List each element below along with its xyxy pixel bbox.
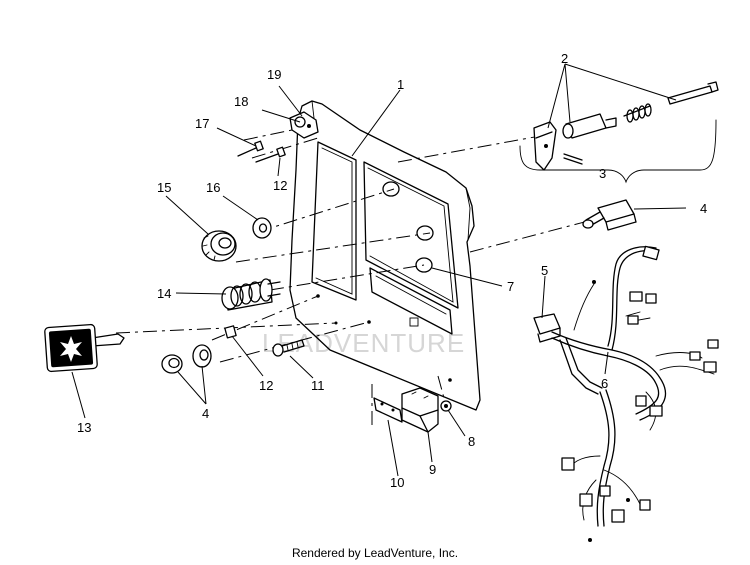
callout-12-lower: 12: [259, 378, 273, 393]
callout-16: 16: [206, 180, 220, 195]
part-12-screw-lower: [224, 325, 237, 339]
callout-15: 15: [157, 180, 171, 195]
part-12-screw-top: [255, 146, 286, 163]
part-8-nut: [440, 400, 452, 412]
callout-3: 3: [599, 166, 606, 181]
watermark-text: LEADVENTURE: [262, 328, 465, 358]
part-18-19-bolt: [289, 111, 319, 139]
part-2-3-latch-assembly: [519, 81, 719, 184]
part-6-wiring-harness: [551, 245, 719, 542]
callout-14: 14: [157, 286, 171, 301]
callout-labels: 1 2 3 4 4 5 6 7 8 9 10 11 12 12 13 14 15…: [77, 51, 707, 490]
leader-lines: [71, 63, 687, 477]
assembly-lines: [115, 124, 593, 430]
part-5-switch-connector: [533, 313, 561, 343]
part-11-bolt: [272, 339, 305, 357]
part-10-plate: [373, 397, 403, 423]
footer-credit: Rendered by LeadVenture, Inc.: [291, 546, 459, 560]
callout-17: 17: [195, 116, 209, 131]
callout-6: 6: [601, 376, 608, 391]
callout-4-nut: 4: [202, 406, 209, 421]
callout-12-upper: 12: [273, 178, 287, 193]
callout-10: 10: [390, 475, 404, 490]
part-9-bracket: [401, 387, 439, 433]
callout-9: 9: [429, 462, 436, 477]
callout-18: 18: [234, 94, 248, 109]
callout-19: 19: [267, 67, 281, 82]
dash-panel: [289, 100, 481, 411]
callout-11: 11: [311, 378, 325, 393]
callout-1: 1: [397, 77, 404, 92]
part-15-nut: [201, 230, 237, 262]
callout-4-toggle: 4: [700, 201, 707, 216]
part-4-toggle-switch: [582, 199, 637, 231]
callout-8: 8: [468, 434, 475, 449]
callout-13: 13: [77, 420, 91, 435]
part-16-washer: [252, 217, 272, 239]
part-13-key: [44, 323, 125, 373]
part-14-ignition-switch: [221, 278, 281, 311]
part-4-nut-washer: [161, 344, 212, 374]
callout-7: 7: [507, 279, 514, 294]
callout-5: 5: [541, 263, 548, 278]
part-17-screw: [237, 140, 264, 157]
callout-2: 2: [561, 51, 568, 66]
